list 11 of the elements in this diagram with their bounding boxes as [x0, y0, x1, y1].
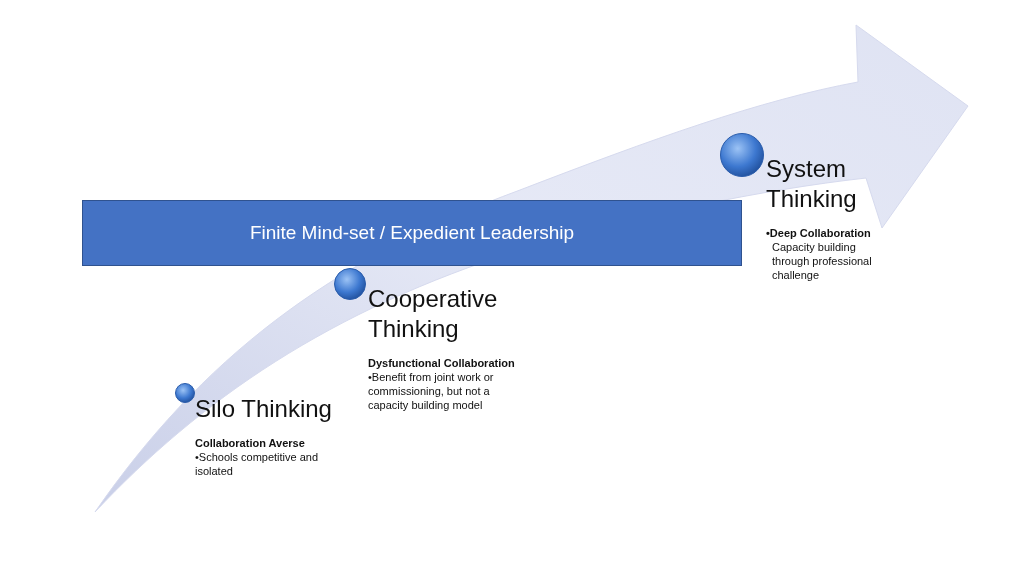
stage-heading: System Thinking — [766, 154, 858, 214]
stage-description: Capacity building through professional challenge — [772, 240, 873, 282]
stage-description: •Benefit from joint work or commissioning, but not a capacity building model — [368, 370, 495, 412]
stage-subheading: Collaboration Averse — [195, 436, 306, 450]
stage-subheading: •Deep Collaboration — [766, 226, 872, 240]
stage-description: •Schools competitive and isolated — [195, 450, 320, 478]
banner-text: Finite Mind-set / Expedient Leadership — [249, 222, 575, 244]
stage-subheading: Dysfunctional Collaboration — [368, 356, 516, 370]
stage-heading: Cooperative Thinking — [368, 284, 499, 344]
banner-bar — [82, 200, 742, 266]
stage-heading: Silo Thinking — [195, 394, 333, 424]
